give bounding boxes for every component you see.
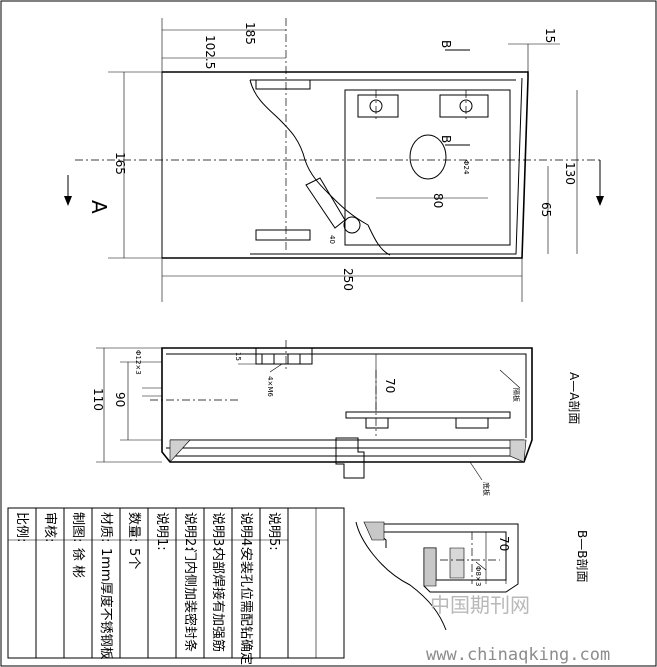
dim-110: 110 (91, 388, 105, 411)
title-block-value: 徐 彬 (70, 548, 85, 578)
label-partition: 隔板 (512, 388, 521, 402)
title-block-value: 内部焊接有加强筋 (210, 548, 226, 652)
dim-185: 185 (243, 22, 257, 45)
title-block-value: 门内侧加装密封条 (182, 548, 198, 652)
dim-65: 65 (539, 202, 553, 217)
dim-40: 40 (328, 235, 336, 244)
dim-165: 165 (113, 152, 127, 175)
title-block-heading: 说明4: (238, 512, 253, 551)
title-block-value: 5个 (126, 548, 141, 569)
dim-80: 80 (431, 193, 445, 208)
title-block-heading: 材质: (98, 512, 113, 542)
dim-250: 250 (341, 268, 355, 291)
dim-130: 130 (563, 162, 577, 185)
watermark-url: www.chinaqking.com (426, 645, 610, 665)
dim-note-phi8: Φ8×3 (474, 566, 482, 586)
dim-note-m6: 4×M6 (266, 376, 274, 397)
section-mark-a: A (87, 200, 111, 214)
section-bb-view: 70 Φ8×3 B—B剖面 (355, 521, 589, 631)
dim-note-phi12: Φ12×3 (134, 350, 142, 375)
title-block-value: 1mm厚度不锈钢板 (98, 548, 114, 660)
dim-70-bb: 70 (497, 536, 511, 551)
section-aa-view: 110 90 70 15 Φ12×3 4×M6 隔板 底板 A—A剖面 (91, 340, 581, 496)
title-block-heading: 说明5: (266, 512, 281, 551)
section-aa-title: A—A剖面 (567, 372, 581, 424)
dim-102-5: 102.5 (203, 35, 217, 69)
title-block-heading: 说明1: (154, 512, 169, 551)
dim-15: 15 (543, 28, 557, 43)
title-block-heading: 制图: (70, 512, 85, 542)
title-block-heading: 说明3: (210, 512, 225, 551)
dim-15-aa: 15 (234, 352, 242, 361)
dim-70-aa: 70 (383, 378, 397, 393)
dim-90: 90 (113, 392, 127, 407)
section-mark-b-mid: B (439, 135, 453, 143)
plan-view: 185 102.5 165 130 65 80 250 15 Φ24 40 B … (64, 18, 604, 302)
section-mark-b-top: B (439, 40, 453, 48)
watermark-cn: 中国期刊网 (430, 593, 530, 617)
title-block-heading: 比例: (14, 512, 29, 542)
title-block-value: 安装孔位需配钻确定 (238, 548, 253, 665)
title-block-heading: 审核: (42, 512, 57, 542)
label-bottom-plate: 底板 (482, 482, 491, 496)
title-block-heading: 数量: (126, 512, 141, 542)
section-bb-title: B—B剖面 (575, 530, 589, 582)
dim-phi24: Φ24 (462, 160, 470, 175)
title-block-heading: 说明2: (182, 512, 197, 551)
